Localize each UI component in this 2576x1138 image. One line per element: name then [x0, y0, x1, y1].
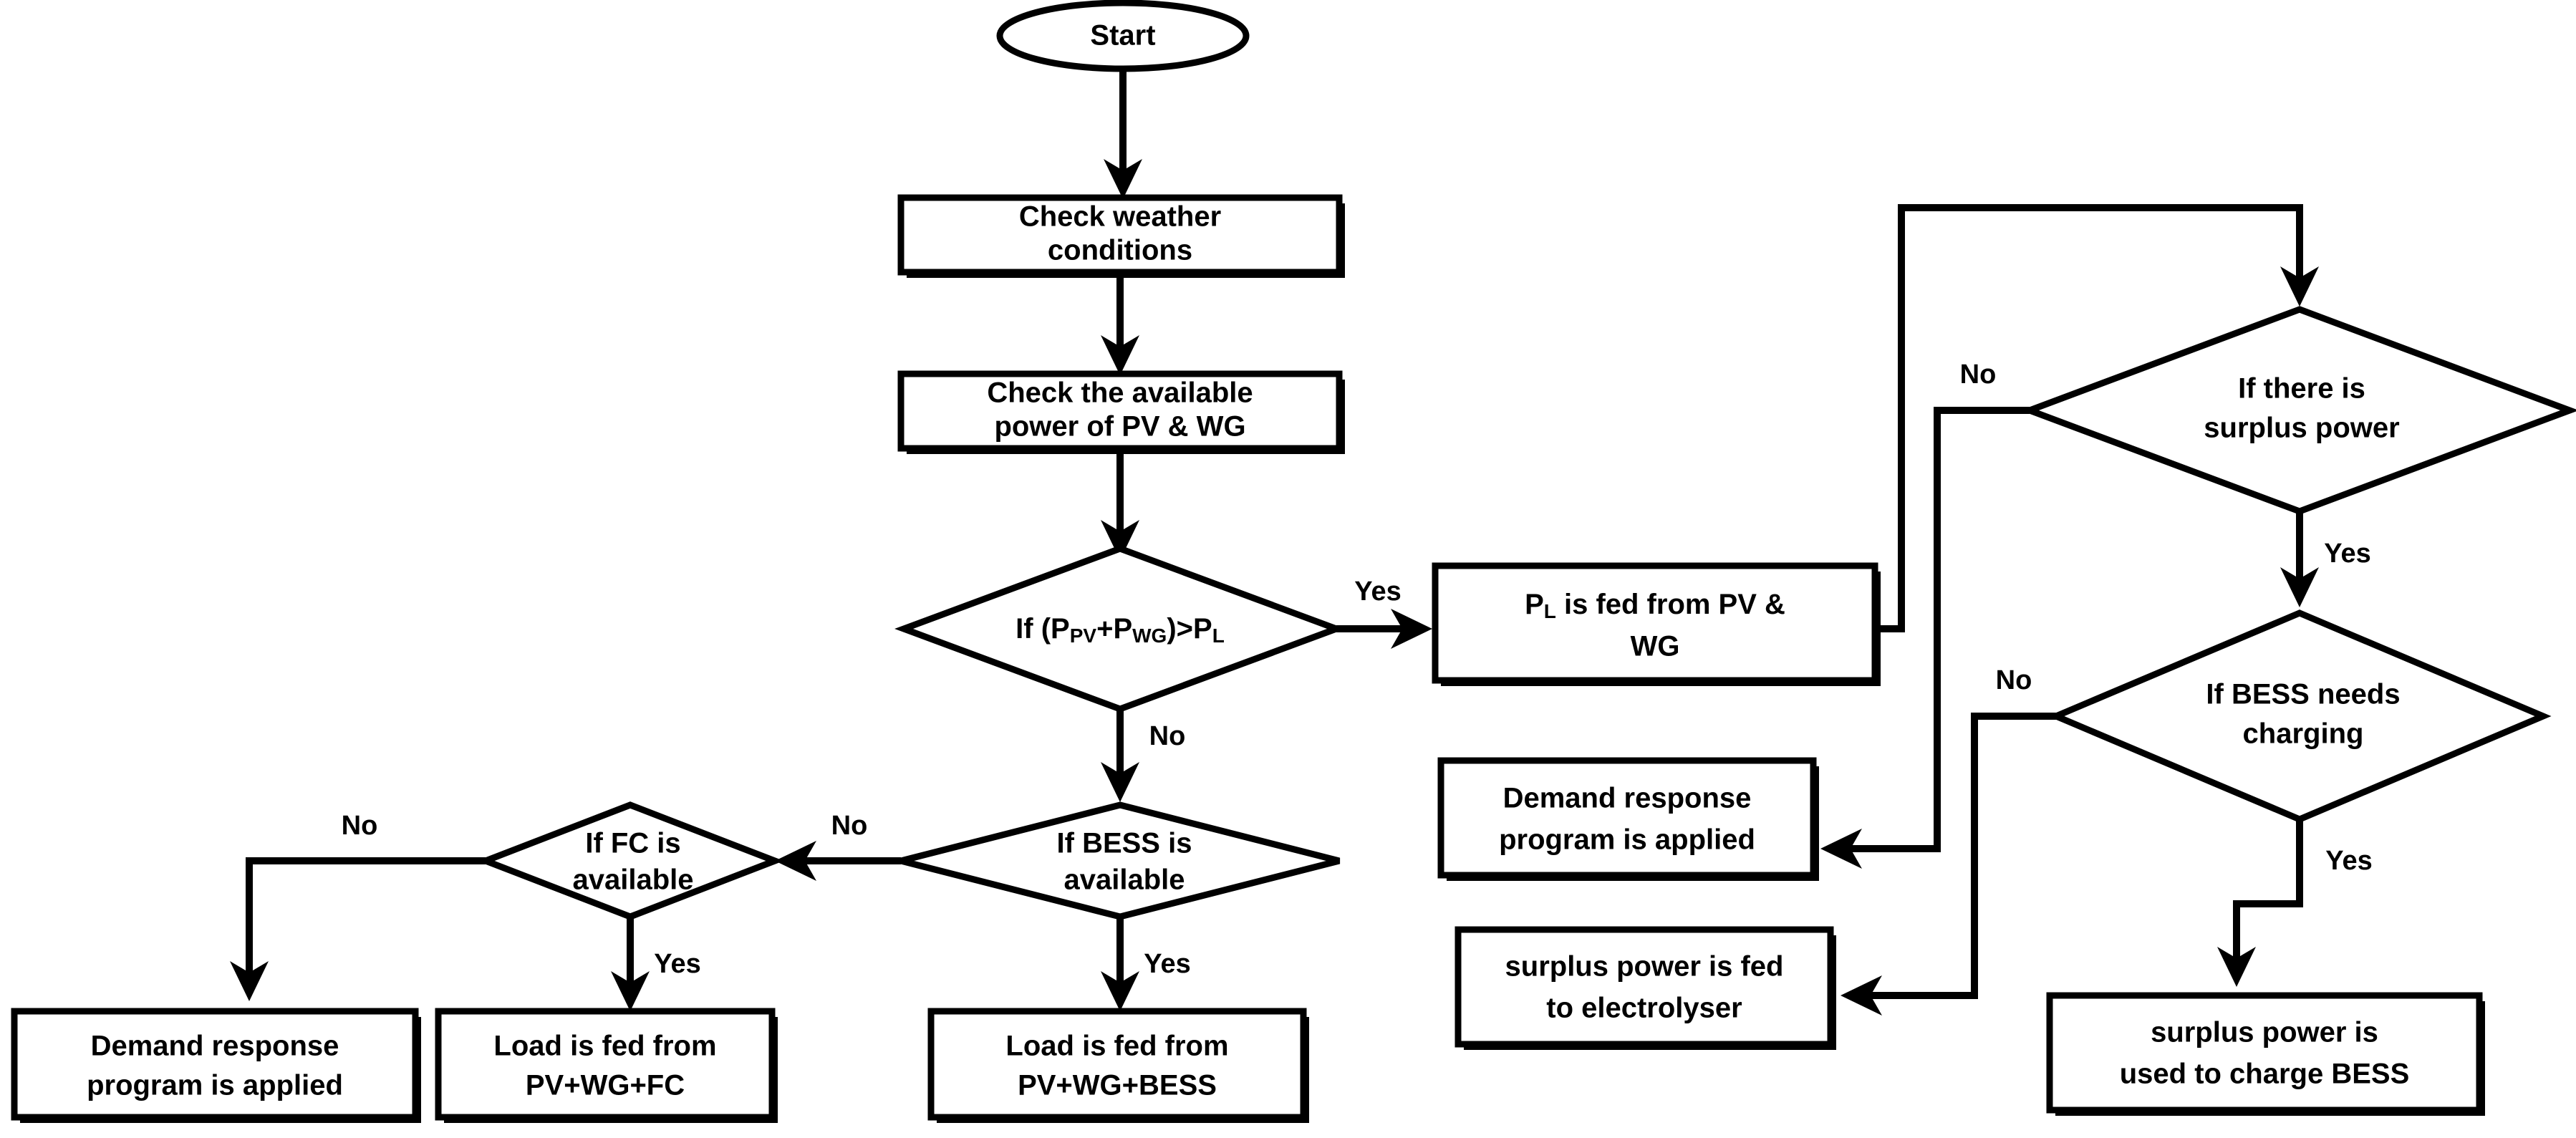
main-decision-label: If (PPV+PWG)>PL: [1016, 613, 1225, 647]
node-load-fed-bess[interactable]: Load is fed from PV+WG+BESS: [927, 1008, 1309, 1123]
node-bess-available-decision[interactable]: If BESS is available: [899, 801, 1341, 920]
pl-fed-box: [1432, 562, 1878, 684]
edge-check-weather-to-check-power: [1101, 272, 1139, 375]
demand-response-left-box: [11, 1008, 419, 1121]
load-fed-bess-line1: Load is fed from: [1005, 1031, 1228, 1062]
node-surplus-to-electrolyser[interactable]: surplus power is fed to electrolyser: [1455, 926, 1836, 1050]
edge-fc-available-yes: Yes: [611, 917, 701, 1011]
edge-bess-charging-yes: Yes: [2217, 819, 2373, 987]
edge-label-fc-available-no: No: [342, 811, 378, 841]
demand-response-right-box: [1437, 757, 1817, 879]
load-fed-fc-line1: Load is fed from: [493, 1031, 716, 1062]
bess-charging-line2: charging: [2243, 718, 2364, 750]
bess-charging-diamond: [2047, 609, 2552, 823]
demand-response-right-line2: program is applied: [1499, 824, 1755, 856]
start-label: Start: [1090, 20, 1155, 52]
load-fed-fc-line2: PV+WG+FC: [526, 1070, 685, 1101]
surplus-decision-diamond: [2020, 306, 2576, 515]
load-fed-fc-box: [435, 1008, 776, 1121]
node-charge-bess[interactable]: surplus power is used to charge BESS: [2046, 992, 2485, 1116]
load-fed-bess-box: [927, 1008, 1307, 1121]
edge-check-power-to-main-decision: [1101, 448, 1139, 560]
pl-fed-line1: PL is fed from PV &: [1525, 589, 1785, 623]
edge-label-bess-available-no: No: [831, 811, 868, 841]
edge-bess-available-yes: Yes: [1101, 917, 1191, 1011]
demand-response-right-line1: Demand response: [1503, 783, 1752, 814]
fc-available-line1: If FC is: [585, 828, 680, 859]
demand-response-left-line2: program is applied: [87, 1070, 343, 1101]
check-weather-line2: conditions: [1048, 235, 1192, 266]
edge-surplus-yes: Yes: [2280, 511, 2371, 607]
node-bess-charging-decision[interactable]: If BESS needs charging: [2047, 609, 2552, 823]
edge-pl-fed-to-surplus-decision: [1875, 204, 2319, 632]
pl-fed-line2: WG: [1631, 631, 1680, 662]
bess-charging-line1: If BESS needs: [2206, 679, 2400, 710]
fc-available-line2: available: [572, 864, 693, 896]
node-pl-fed-from-pv-wg[interactable]: PL is fed from PV & WG: [1432, 562, 1881, 686]
edge-label-main-no: No: [1149, 721, 1186, 751]
edge-surplus-no: No: [1820, 360, 2030, 869]
charge-bess-line2: used to charge BESS: [2120, 1059, 2410, 1090]
edge-label-main-yes: Yes: [1354, 577, 1402, 607]
bess-available-line1: If BESS is: [1057, 828, 1192, 859]
edge-main-decision-no: No: [1101, 709, 1185, 802]
node-surplus-power-decision[interactable]: If there is surplus power: [2020, 306, 2576, 515]
edge-label-bess-available-yes: Yes: [1144, 949, 1191, 979]
electrolyser-box: [1455, 926, 1834, 1048]
node-demand-response-right[interactable]: Demand response program is applied: [1437, 757, 1819, 881]
edge-bess-available-no: No: [775, 811, 901, 881]
edge-main-decision-yes: Yes: [1336, 577, 1432, 649]
node-check-weather[interactable]: Check weather conditions: [897, 194, 1345, 278]
node-fc-available-decision[interactable]: If FC is available: [476, 801, 784, 920]
edge-bess-charging-no: No: [1841, 665, 2056, 1016]
edge-label-bess-charging-no: No: [1996, 665, 2032, 695]
edge-label-fc-available-yes: Yes: [654, 949, 701, 979]
fc-available-diamond: [476, 801, 784, 920]
node-load-fed-fc[interactable]: Load is fed from PV+WG+FC: [435, 1008, 778, 1123]
surplus-decision-line2: surplus power: [2204, 413, 2399, 444]
electrolyser-line1: surplus power is fed: [1505, 951, 1784, 983]
edge-label-surplus-no: No: [1960, 360, 1997, 390]
edge-start-to-check-weather: [1104, 69, 1142, 199]
bess-available-line2: available: [1063, 864, 1185, 896]
edge-fc-available-no: No: [230, 811, 486, 1001]
node-check-available-power[interactable]: Check the available power of PV & WG: [897, 370, 1345, 454]
check-power-line1: Check the available: [987, 377, 1253, 409]
node-main-decision[interactable]: If (PPV+PWG)>PL: [894, 545, 1346, 713]
bess-available-diamond: [899, 801, 1341, 920]
node-start[interactable]: Start: [996, 0, 1250, 72]
charge-bess-line1: surplus power is: [2151, 1017, 2378, 1048]
electrolyser-line2: to electrolyser: [1546, 993, 1742, 1024]
edge-label-surplus-yes: Yes: [2324, 539, 2371, 569]
node-demand-response-left[interactable]: Demand response program is applied: [11, 1008, 421, 1123]
surplus-decision-line1: If there is: [2238, 373, 2365, 405]
load-fed-bess-line2: PV+WG+BESS: [1018, 1070, 1217, 1101]
edge-label-bess-charging-yes: Yes: [2325, 846, 2373, 876]
check-power-line2: power of PV & WG: [994, 411, 1245, 443]
check-weather-line1: Check weather: [1019, 201, 1221, 233]
charge-bess-box: [2046, 992, 2483, 1114]
demand-response-left-line1: Demand response: [91, 1031, 339, 1062]
